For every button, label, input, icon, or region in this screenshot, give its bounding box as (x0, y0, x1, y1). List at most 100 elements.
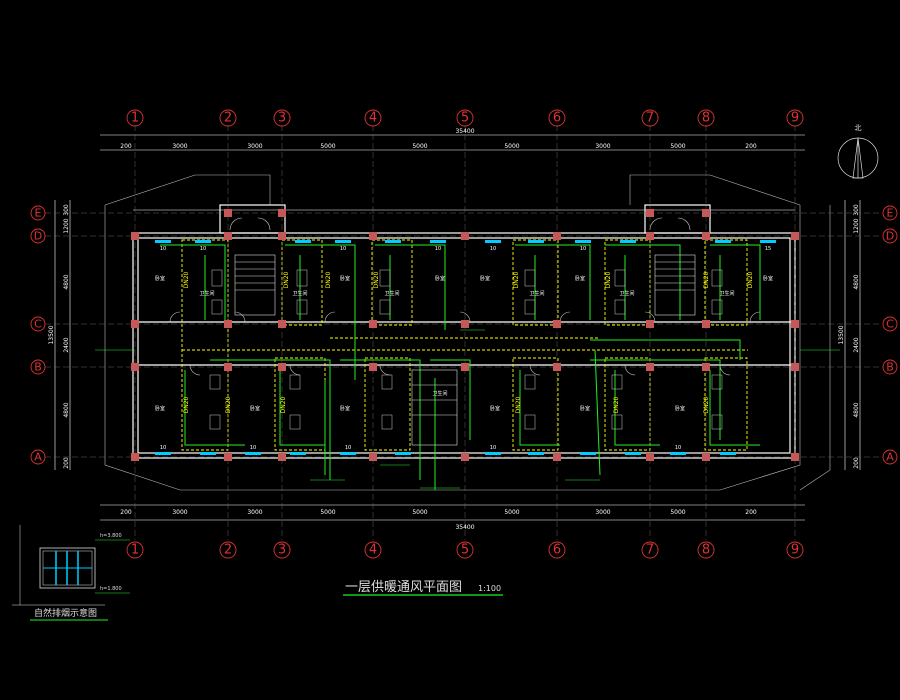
dim-bot-2: 3000 (172, 509, 187, 516)
room-label: 卧室 (340, 405, 350, 412)
room-label: 卧室 (480, 275, 490, 282)
wc-label: 卫生间 (384, 290, 399, 297)
axis-label: 4 (369, 111, 377, 126)
dim-bot-1: 200 (120, 509, 132, 516)
walls (132, 204, 796, 459)
axis-label: 4 (369, 543, 377, 558)
structural-column (553, 453, 561, 461)
wc-label: 卫生间 (619, 290, 634, 297)
axis-label: 1 (131, 111, 139, 126)
axis-label: A (34, 451, 42, 464)
dn-label: DN20 (613, 396, 620, 413)
dim-bot-7: 3000 (595, 509, 610, 516)
radiator-number: 15 (765, 246, 771, 252)
smoke-exhaust-legend: h=3.800 h=1.800 自然排烟示意图 (12, 525, 130, 621)
dim-right-6: 200 (853, 457, 860, 469)
dim-left-3: 4800 (63, 274, 70, 289)
dn-label: DN20 (283, 271, 290, 288)
dim-top-3: 3000 (247, 143, 262, 150)
axis-bubble (30, 316, 46, 332)
axis-label: 6 (553, 543, 561, 558)
legend-h-top: h=3.800 (100, 533, 122, 539)
axis-label: 8 (702, 543, 710, 558)
dim-right-total: 13500 (838, 325, 845, 344)
axis-bubble (697, 109, 715, 127)
axis-bubble (882, 228, 898, 244)
legend-h-bottom: h=1.800 (100, 586, 122, 592)
dim-top-7: 3000 (595, 143, 610, 150)
annotation-callouts (95, 329, 840, 489)
north-label: 北 (855, 124, 862, 132)
axis-label: C (34, 318, 42, 331)
radiator-number: 10 (160, 246, 166, 252)
legend-title: 自然排烟示意图 (34, 607, 97, 619)
axis-bubble (219, 541, 237, 559)
axis-bubble (548, 109, 566, 127)
dn-label: DN20 (747, 271, 754, 288)
dim-bot-3: 3000 (247, 509, 262, 516)
radiator-number: 10 (490, 445, 496, 451)
axis-label: 9 (791, 543, 799, 558)
axis-bubble (126, 109, 144, 127)
radiator-number: 10 (345, 445, 351, 451)
axis-bubble (30, 228, 46, 244)
radiator-numbers: 10 10 10 10 10 10 10 10 10 10 10 15 (160, 246, 771, 451)
axis-bubble (456, 541, 474, 559)
axis-label: B (886, 361, 894, 374)
stairs (234, 254, 696, 446)
room-label: 卧室 (340, 275, 350, 282)
radiator-number: 10 (490, 246, 496, 252)
wc-label: 卫生间 (529, 290, 544, 297)
axis-bubble (882, 449, 898, 465)
dn-label: DN20 (325, 271, 332, 288)
axis-label: E (887, 207, 894, 220)
radiator-number: 10 (250, 445, 256, 451)
dim-bot-4: 5000 (320, 509, 335, 516)
dim-left-1: 300 (63, 204, 70, 216)
wc-label: 卫生间 (199, 290, 214, 297)
room-label: 卧室 (435, 275, 445, 282)
axis-bubble (882, 359, 898, 375)
axis-bubble (126, 541, 144, 559)
axis-label: 5 (461, 111, 469, 126)
dim-bot-6: 5000 (504, 509, 519, 516)
axis-bubble (364, 541, 382, 559)
axis-label: 8 (702, 111, 710, 126)
dim-left-total: 13500 (48, 325, 55, 344)
dim-bot-9: 200 (745, 509, 757, 516)
room-label: 卧室 (490, 405, 500, 412)
radiator-number: 10 (200, 246, 206, 252)
dim-left-4: 2400 (63, 337, 70, 352)
axis-bubble (364, 109, 382, 127)
axis-label: C (886, 318, 894, 331)
dim-right-2: 1200 (853, 218, 860, 233)
room-label: 卧室 (250, 405, 260, 412)
dim-total-bottom: 35400 (455, 524, 474, 531)
axis-label: D (34, 230, 42, 243)
dimension-lines (54, 134, 861, 521)
room-label: 卧室 (155, 275, 165, 282)
axis-label: E (35, 207, 42, 220)
axis-label: A (886, 451, 894, 464)
axis-bubble (456, 109, 474, 127)
dim-top-9: 200 (745, 143, 757, 150)
drawing-title-block: 一层供暖通风平面图 1:100 (343, 580, 503, 596)
axis-label: 3 (278, 543, 286, 558)
dim-left-5: 4800 (63, 402, 70, 417)
structural-column (553, 363, 561, 371)
radiator-number: 10 (675, 445, 681, 451)
room-label: 卧室 (675, 405, 685, 412)
axis-label: B (34, 361, 42, 374)
dn-label: DN20 (373, 271, 380, 288)
dim-right-5: 4800 (853, 402, 860, 417)
axis-bubble (273, 109, 291, 127)
dim-total-top: 35400 (455, 128, 474, 135)
axis-bubble (786, 541, 804, 559)
axis-bubble (30, 205, 46, 221)
dn-label: DN20 (225, 396, 232, 413)
wc-label: 卫生间 (292, 290, 307, 297)
axis-bubble (548, 541, 566, 559)
dn-label: DN20 (280, 396, 287, 413)
